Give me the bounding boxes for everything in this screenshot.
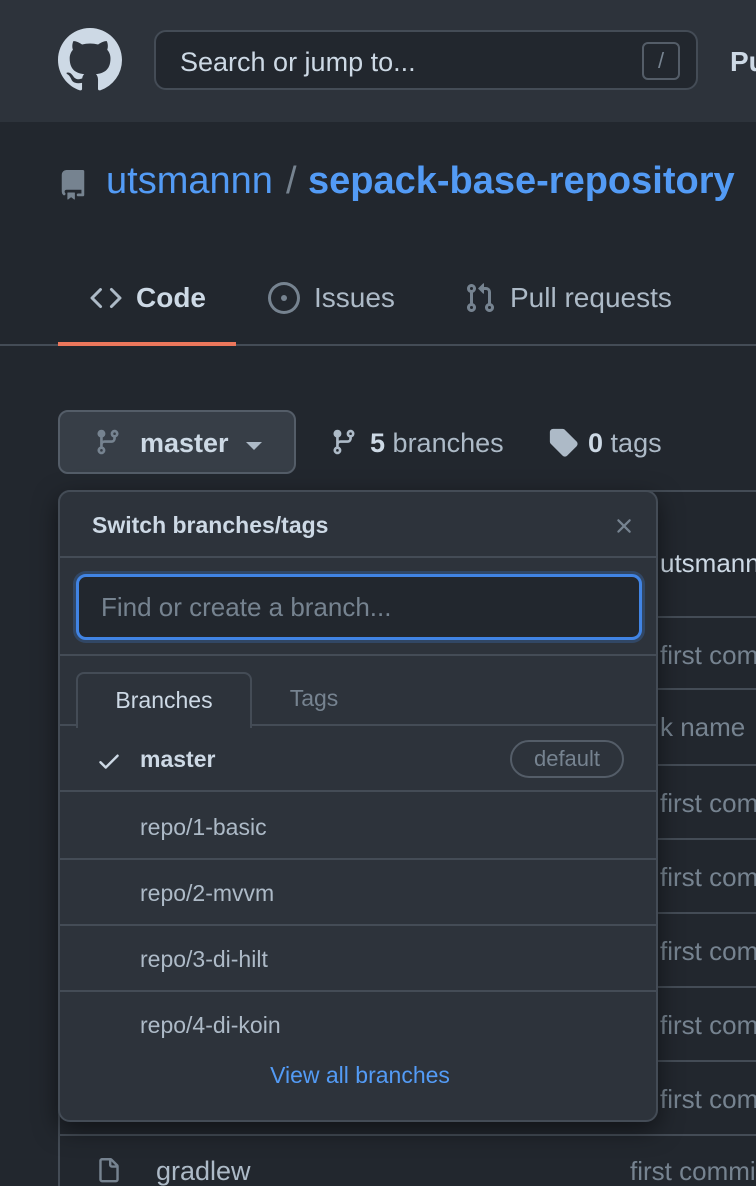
commit-message[interactable]: first commit [660,1084,756,1114]
current-branch-label: master [140,428,229,458]
tags-label: tags [610,428,662,458]
branch-item-repo-2-mvvm[interactable]: repo/2-mvvm [60,860,656,926]
repo-tabs: Code Issues Pull requests [0,250,756,346]
dropdown-filter [60,558,656,656]
git-branch-icon [333,429,355,455]
close-icon[interactable] [612,514,636,538]
github-logo-icon[interactable] [58,28,122,92]
branch-switcher-dropdown: Switch branches/tags Branches Tags maste… [58,490,658,1122]
branch-name: repo/1-basic [140,814,267,840]
file-name-link[interactable]: gradlew [156,1156,251,1186]
branch-item-repo-3-di-hilt[interactable]: repo/3-di-hilt [60,926,656,992]
commit-message[interactable]: first commit [630,1156,756,1186]
branch-item-repo-4-di-koin[interactable]: repo/4-di-koin [60,992,656,1058]
repo-separator: / [286,160,297,202]
commit-message[interactable]: first commit [660,936,756,966]
search-input[interactable]: Search or jump to... / [154,30,698,90]
tab-pull-requests-label: Pull requests [510,282,672,313]
git-branch-icon [97,429,119,455]
branches-label: branches [392,428,504,458]
branch-filter-input[interactable] [76,574,642,640]
repo-icon [61,170,85,200]
branch-name: repo/2-mvvm [140,880,275,906]
dropdown-title: Switch branches/tags [92,512,329,538]
repo-owner-link[interactable]: utsmannn [106,160,273,202]
active-tab-indicator [58,342,236,346]
commit-message[interactable]: first commit [660,788,756,818]
nav-link-pulls[interactable]: Pu [730,46,756,77]
commit-message[interactable]: k name [660,712,746,742]
dropdown-tabs: Branches Tags [60,656,656,728]
branch-count: 5 [370,428,386,458]
tag-count: 0 [588,428,604,458]
branch-name: master [140,746,216,772]
commit-author[interactable]: utsmannn [660,548,756,578]
commit-message[interactable]: first commit [660,862,756,892]
branch-item-master[interactable]: master default [60,726,656,792]
pull-request-icon [466,283,495,313]
tab-code-label: Code [136,282,206,313]
default-badge: default [510,740,624,778]
repo-name-link[interactable]: sepack-base-repository [308,160,735,202]
view-all-branches-link[interactable]: View all branches [270,1062,450,1088]
search-shortcut-key: / [642,42,680,80]
branch-name: repo/4-di-koin [140,1012,281,1038]
check-icon [99,754,119,769]
tab-issues-label: Issues [314,282,395,313]
issue-icon [268,282,300,314]
top-header: Search or jump to... / Pu [0,0,756,122]
tag-icon [549,428,578,457]
tab-tags[interactable]: Tags [289,685,339,711]
dropdown-header: Switch branches/tags [60,492,656,558]
code-icon [90,287,122,309]
commit-message[interactable]: first commit [660,1010,756,1040]
tab-branches[interactable]: Branches [76,672,252,728]
branch-name: repo/3-di-hilt [140,946,268,972]
branch-item-repo-1-basic[interactable]: repo/1-basic [60,794,656,860]
search-placeholder: Search or jump to... [180,47,416,77]
commit-message[interactable]: first commit [660,640,756,670]
branch-select-button[interactable]: master [58,410,296,474]
list-item [60,1134,756,1136]
chevron-down-icon [246,442,262,450]
file-icon [99,1158,119,1183]
